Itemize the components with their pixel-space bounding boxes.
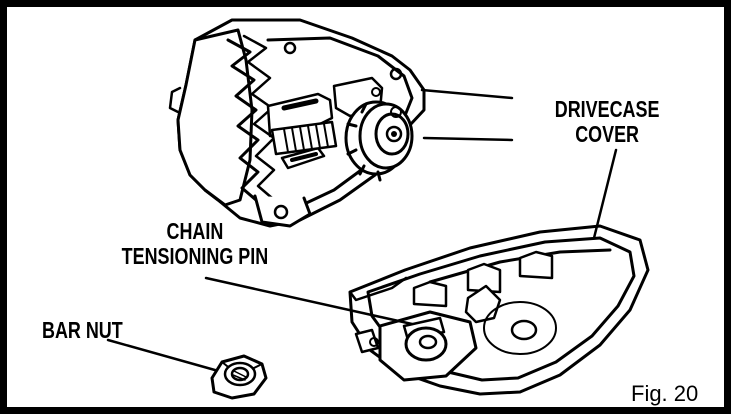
figure-number: Fig. 20 xyxy=(631,381,699,406)
chain-tensioning-pin-label-line1: CHAIN xyxy=(166,218,224,244)
drivecase-cover-label-line1: DRIVECASE xyxy=(554,96,660,122)
housing-leader-bottom xyxy=(422,136,514,142)
chain-tensioning-pin-label: CHAIN TENSIONING PIN xyxy=(122,219,269,269)
saw-housing xyxy=(168,18,426,228)
diagram-artwork xyxy=(106,18,650,400)
pin-leader xyxy=(204,276,414,326)
bar-nut-part xyxy=(210,354,268,400)
bar-nut-leader xyxy=(106,338,224,374)
housing-leader-top xyxy=(420,88,514,100)
cover-leader xyxy=(592,148,618,240)
drivecase-cover-part xyxy=(348,224,650,396)
chain-tensioning-pin-label-line2: TENSIONING PIN xyxy=(121,243,269,269)
bar-nut-label: BAR NUT xyxy=(42,317,123,343)
drivecase-cover-label-line2: COVER xyxy=(575,121,639,147)
drivecase-cover-label: DRIVECASE COVER xyxy=(555,97,660,147)
